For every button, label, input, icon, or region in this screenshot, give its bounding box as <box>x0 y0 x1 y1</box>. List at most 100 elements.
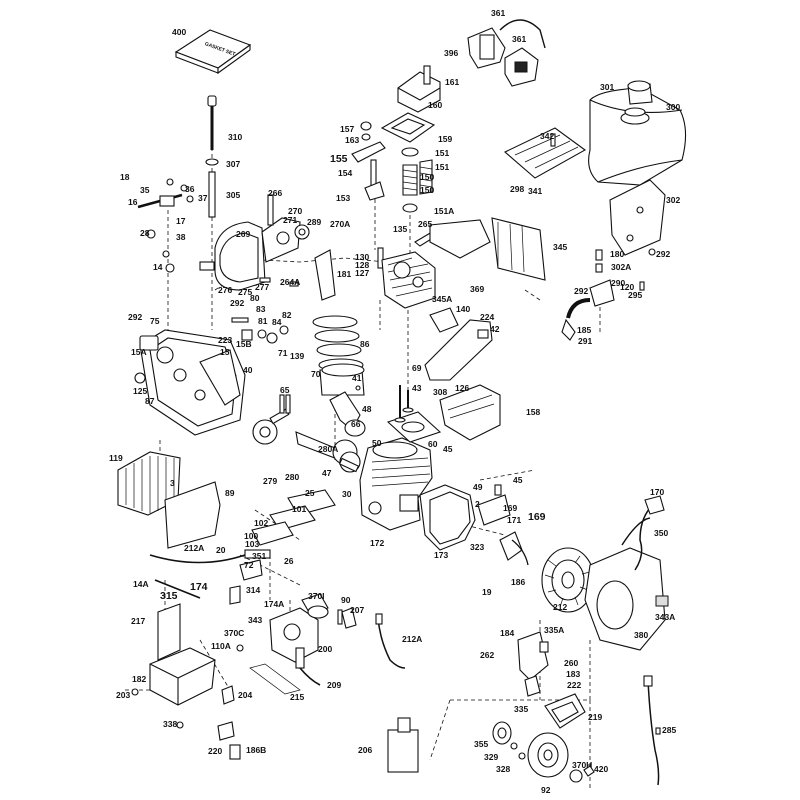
part-label: 100 <box>244 531 258 541</box>
part-label: 172 <box>370 538 384 548</box>
part-label: 42 <box>490 324 500 334</box>
part-label: 280 <box>285 472 299 482</box>
part-label: 314 <box>246 585 260 595</box>
part-label: 83 <box>256 304 266 314</box>
blower-housing-25 <box>419 484 476 551</box>
part-label: 154 <box>338 168 352 178</box>
part-label: 271 <box>283 215 297 225</box>
part-label: 36 <box>185 184 195 194</box>
part-label: 277 <box>255 282 269 292</box>
part-label: 140 <box>456 304 470 314</box>
part-label: 224 <box>480 312 494 322</box>
part-label: 305 <box>226 190 240 200</box>
part-label: 212 <box>553 602 567 612</box>
part-label: 264A <box>280 277 300 287</box>
part-label: 310 <box>228 132 242 142</box>
muffler-guard-308 <box>439 384 501 441</box>
valves <box>394 385 414 423</box>
part-label: 127 <box>355 268 369 278</box>
part-label: 184 <box>500 628 514 638</box>
part-label: 49 <box>473 482 483 492</box>
part-label: 285 <box>662 725 676 735</box>
part-label: 350 <box>654 528 668 538</box>
part-label: 135 <box>393 224 407 234</box>
part-label: 396 <box>444 48 458 58</box>
part-label: 35 <box>140 185 150 195</box>
part-label: 328 <box>496 764 510 774</box>
cylinder-head-cover-160 <box>397 65 441 113</box>
dipstick-tube <box>205 95 219 218</box>
part-label: 292 <box>574 286 588 296</box>
part-label: 292 <box>656 249 670 259</box>
part-label: 15B <box>236 339 252 349</box>
tank-strap-341 <box>504 127 587 179</box>
part-label: 338 <box>163 719 177 729</box>
cylinder-block-2 <box>359 437 433 531</box>
fuel-bracket-265 <box>429 219 491 259</box>
part-label: 182 <box>132 674 146 684</box>
part-label: 87 <box>145 396 155 406</box>
part-label: 130 <box>355 252 369 262</box>
part-label: 65 <box>280 385 290 395</box>
part-label: 25 <box>305 488 315 498</box>
part-label: 212A <box>184 543 204 553</box>
part-label: 345 <box>553 242 567 252</box>
part-label: 343 <box>248 615 262 625</box>
part-label: 280A <box>318 444 338 454</box>
part-label: 125 <box>133 386 147 396</box>
part-label: 80 <box>250 293 260 303</box>
part-label: 2 <box>475 499 480 509</box>
harness-351 <box>634 495 665 571</box>
part-label: 45 <box>513 475 523 485</box>
part-label: 159 <box>438 134 452 144</box>
part-label: 186 <box>511 577 525 587</box>
part-label: 43 <box>412 383 422 393</box>
starter-355 <box>544 693 586 729</box>
small-parts-bottom-left <box>131 685 241 760</box>
part-label: 40 <box>243 365 253 375</box>
part-label: 126 <box>455 383 469 393</box>
part-label: 153 <box>336 193 350 203</box>
part-label: 351 <box>252 551 266 561</box>
ignition-module-361 <box>467 19 546 87</box>
part-label: 181 <box>337 269 351 279</box>
wire-110A <box>375 613 406 669</box>
part-label: 290 <box>611 278 625 288</box>
part-label: 361 <box>512 34 526 44</box>
part-label: 150 <box>420 172 434 182</box>
part-label: 41 <box>352 373 362 383</box>
part-label: 151A <box>434 206 454 216</box>
part-label: 276 <box>218 285 232 295</box>
part-label: 160 <box>428 100 442 110</box>
part-label: 370H <box>572 760 592 770</box>
part-label: 3 <box>170 478 175 488</box>
part-label: 119 <box>109 453 123 463</box>
part-label: 66 <box>351 419 361 429</box>
part-label: 90 <box>341 595 351 605</box>
part-label: 20 <box>216 545 226 555</box>
part-label: 222 <box>567 680 581 690</box>
part-label: 341 <box>528 186 542 196</box>
label-370C <box>655 595 669 607</box>
part-label: 209 <box>327 680 341 690</box>
part-label: 345A <box>432 294 452 304</box>
baffle-280 <box>164 481 221 549</box>
part-label: 206 <box>358 745 372 755</box>
piston-rings <box>312 315 365 396</box>
part-label: 302A <box>611 262 631 272</box>
part-label: 28 <box>140 228 150 238</box>
starter-pulley-390 <box>527 732 569 778</box>
part-label: 266 <box>268 188 282 198</box>
linkage-186B <box>249 663 301 695</box>
part-label: 380 <box>634 630 648 640</box>
crankcase-cover-69 <box>139 329 246 436</box>
part-label: 50 <box>372 438 382 448</box>
part-label: 169 <box>528 511 546 523</box>
part-label: 323 <box>470 542 484 552</box>
part-label: 171 <box>507 515 521 525</box>
part-label: 361 <box>491 8 505 18</box>
part-label: 186B <box>246 745 266 755</box>
part-label: 292 <box>128 312 142 322</box>
part-label: 342 <box>540 131 554 141</box>
